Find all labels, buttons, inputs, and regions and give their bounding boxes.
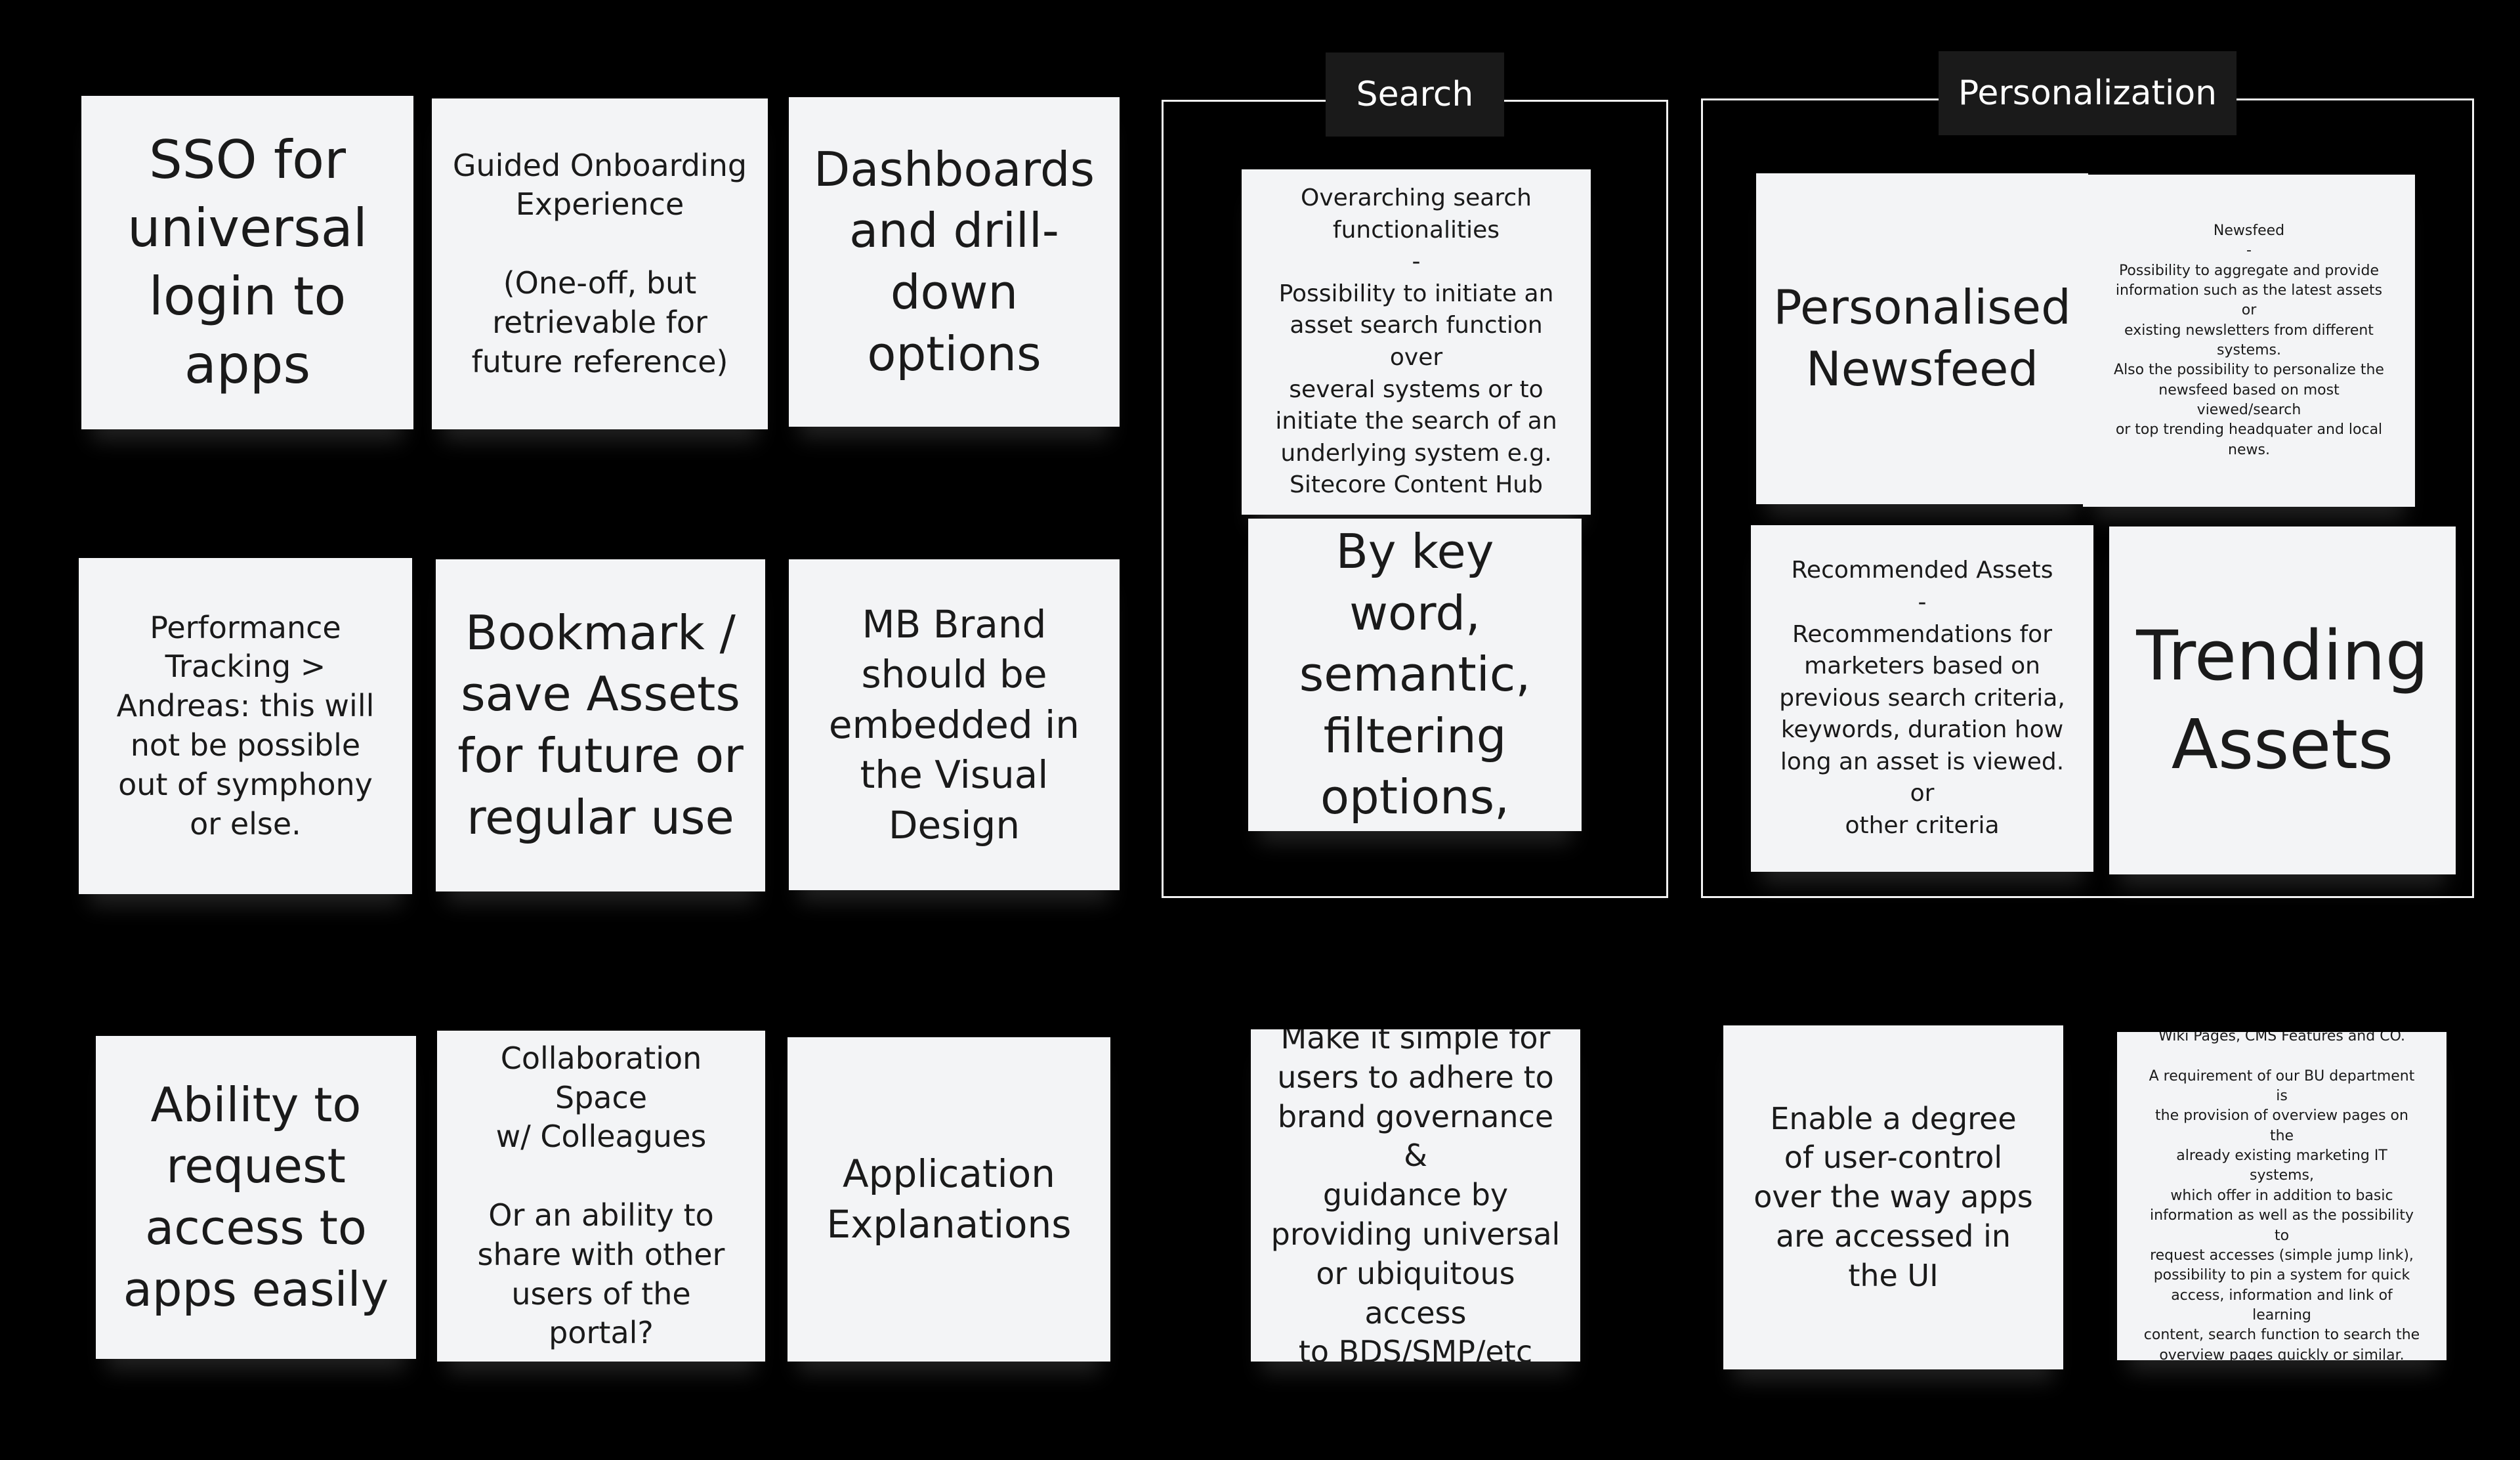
sticky-note-collaboration-space[interactable]: Collaboration Space w/ Colleagues Or an … [437, 1031, 765, 1362]
sticky-note-newsfeed-detail[interactable]: Newsfeed - Possibility to aggregate and … [2083, 175, 2415, 507]
search-frame-label[interactable]: Search [1326, 53, 1504, 137]
sticky-note-keyword-search[interactable]: By key word, semantic, filtering options… [1248, 519, 1582, 831]
sticky-note-performance-tracking[interactable]: Performance Tracking > Andreas: this wil… [79, 558, 412, 894]
sticky-note-dashboards[interactable]: Dashboards and drill- down options [789, 97, 1120, 427]
personalization-frame-label[interactable]: Personalization [1939, 51, 2236, 135]
sticky-note-trending-assets[interactable]: Trending Assets [2109, 526, 2456, 874]
sticky-note-recommended-assets[interactable]: Recommended Assets - Recommendations for… [1751, 525, 2093, 872]
sticky-note-personalised-newsfeed[interactable]: Personalised Newsfeed [1756, 173, 2088, 504]
sticky-note-wiki-pages[interactable]: Wiki Pages, CMS Features and CO. A requi… [2117, 1032, 2446, 1360]
sticky-note-request-access[interactable]: Ability to request access to apps easily [96, 1036, 416, 1359]
sticky-note-application-explanations[interactable]: Application Explanations [788, 1037, 1110, 1362]
sticky-note-user-control[interactable]: Enable a degree of user-control over the… [1723, 1025, 2063, 1369]
sticky-note-bookmark-assets[interactable]: Bookmark / save Assets for future or reg… [436, 559, 765, 891]
sticky-note-sso[interactable]: SSO for universal login to apps [81, 96, 413, 429]
sticky-note-brand-governance[interactable]: Make it simple for users to adhere to br… [1251, 1029, 1580, 1362]
sticky-note-mb-brand[interactable]: MB Brand should be embedded in the Visua… [789, 559, 1120, 890]
sticky-note-overarching-search[interactable]: Overarching search functionalities - Pos… [1242, 169, 1591, 515]
sticky-note-guided-onboarding[interactable]: Guided Onboarding Experience (One-off, b… [432, 98, 768, 429]
